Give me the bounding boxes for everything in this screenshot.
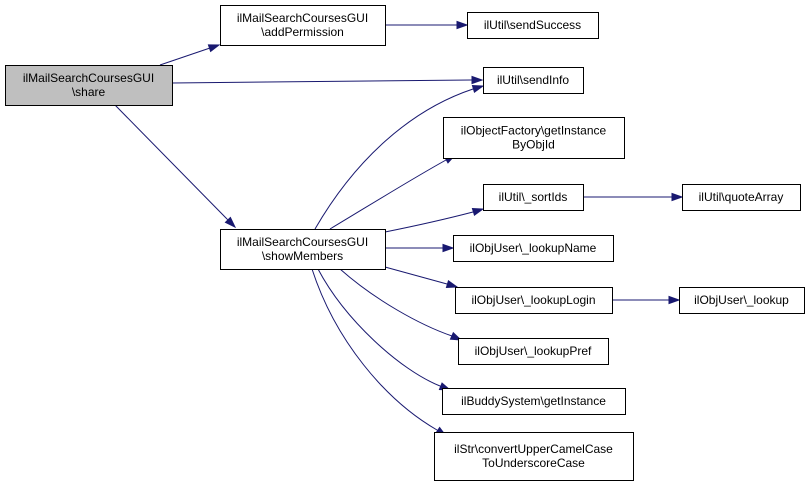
node-box (220, 229, 386, 270)
arrowhead-showMembers-lookupLogin (445, 279, 459, 289)
edge-showMembers-lookupLogin (384, 266, 448, 285)
node-label: ToUnderscoreCase (482, 456, 585, 470)
node-convertCase[interactable]: ilStr\convertUpperCamelCaseToUnderscoreC… (434, 432, 634, 481)
arrowhead-showMembers-sortIds (471, 207, 485, 217)
node-label: ilMailSearchCoursesGUI (23, 71, 154, 85)
node-lookupLogin[interactable]: ilObjUser\_lookupLogin (455, 287, 613, 314)
edge-share-addPermission (159, 47, 211, 66)
node-share[interactable]: ilMailSearchCoursesGUI\share (5, 65, 173, 106)
node-label: ilUtil\quoteArray (699, 190, 784, 204)
node-box (5, 65, 173, 106)
node-showMembers[interactable]: ilMailSearchCoursesGUI\showMembers (220, 229, 386, 270)
node-label: ilObjUser\_lookupName (470, 241, 597, 255)
node-label: ilMailSearchCoursesGUI (237, 11, 368, 25)
node-label: ilBuddySystem\getInstance (461, 394, 606, 408)
arrowhead-addPermission-sendSuccess (456, 20, 469, 30)
node-box (434, 432, 634, 481)
node-box (483, 67, 584, 94)
node-box (679, 287, 805, 314)
edge-share-showMembers (114, 104, 228, 220)
node-box (442, 388, 626, 415)
node-box (220, 5, 386, 46)
arrowhead-showMembers-sendInfo (471, 84, 485, 94)
node-box (453, 235, 614, 262)
edge-showMembers-buddyGetInstance (317, 268, 441, 387)
node-buddyGetInstance[interactable]: ilBuddySystem\getInstance (442, 388, 626, 415)
edge-showMembers-lookupPref (339, 268, 453, 337)
node-lookupPref[interactable]: ilObjUser\_lookupPref (458, 338, 609, 365)
node-label: \showMembers (262, 249, 343, 263)
edge-showMembers-getInstanceByObjId (329, 159, 447, 230)
node-label: \addPermission (261, 25, 344, 39)
node-label: ilStr\convertUpperCamelCase (454, 442, 613, 456)
arrowhead-showMembers-lookupName (442, 243, 455, 253)
node-label: ilObjectFactory\getInstance (461, 124, 607, 138)
node-addPermission[interactable]: ilMailSearchCoursesGUI\addPermission (220, 5, 386, 46)
node-lookup[interactable]: ilObjUser\_lookup (679, 287, 805, 314)
node-label: ilObjUser\_lookupPref (475, 344, 592, 358)
node-box (682, 184, 801, 211)
node-label: \share (72, 85, 106, 99)
node-label: ilUtil\_sortIds (499, 190, 568, 204)
edge-showMembers-sendInfo (314, 88, 474, 230)
node-label: ilObjUser\_lookup (694, 293, 789, 307)
node-box (455, 287, 613, 314)
node-label: ilMailSearchCoursesGUI (237, 235, 368, 249)
node-box (483, 184, 584, 211)
node-box (467, 12, 599, 39)
node-box (458, 338, 609, 365)
edge-showMembers-sortIds (384, 211, 474, 233)
arrowhead-sortIds-quoteArray (671, 192, 684, 202)
node-box (443, 117, 625, 159)
edge-tail-share-showMembers (226, 218, 229, 221)
node-label: ilUtil\sendInfo (497, 73, 569, 87)
nodes: ilMailSearchCoursesGUI\shareilMailSearch… (5, 5, 805, 481)
arrowhead-share-sendInfo (471, 75, 484, 85)
node-quoteArray[interactable]: ilUtil\quoteArray (682, 184, 801, 211)
node-sendSuccess[interactable]: ilUtil\sendSuccess (467, 12, 599, 39)
edge-share-sendInfo (171, 79, 472, 84)
node-label: ilObjUser\_lookupLogin (471, 293, 595, 307)
node-sendInfo[interactable]: ilUtil\sendInfo (483, 67, 584, 94)
edges (114, 20, 684, 437)
node-label: ilUtil\sendSuccess (484, 18, 581, 32)
arrowhead-lookupLogin-lookup (668, 295, 681, 305)
node-lookupName[interactable]: ilObjUser\_lookupName (453, 235, 614, 262)
node-label: ByObjId (512, 138, 555, 152)
node-sortIds[interactable]: ilUtil\_sortIds (483, 184, 584, 211)
edge-showMembers-convertCase (311, 268, 438, 431)
